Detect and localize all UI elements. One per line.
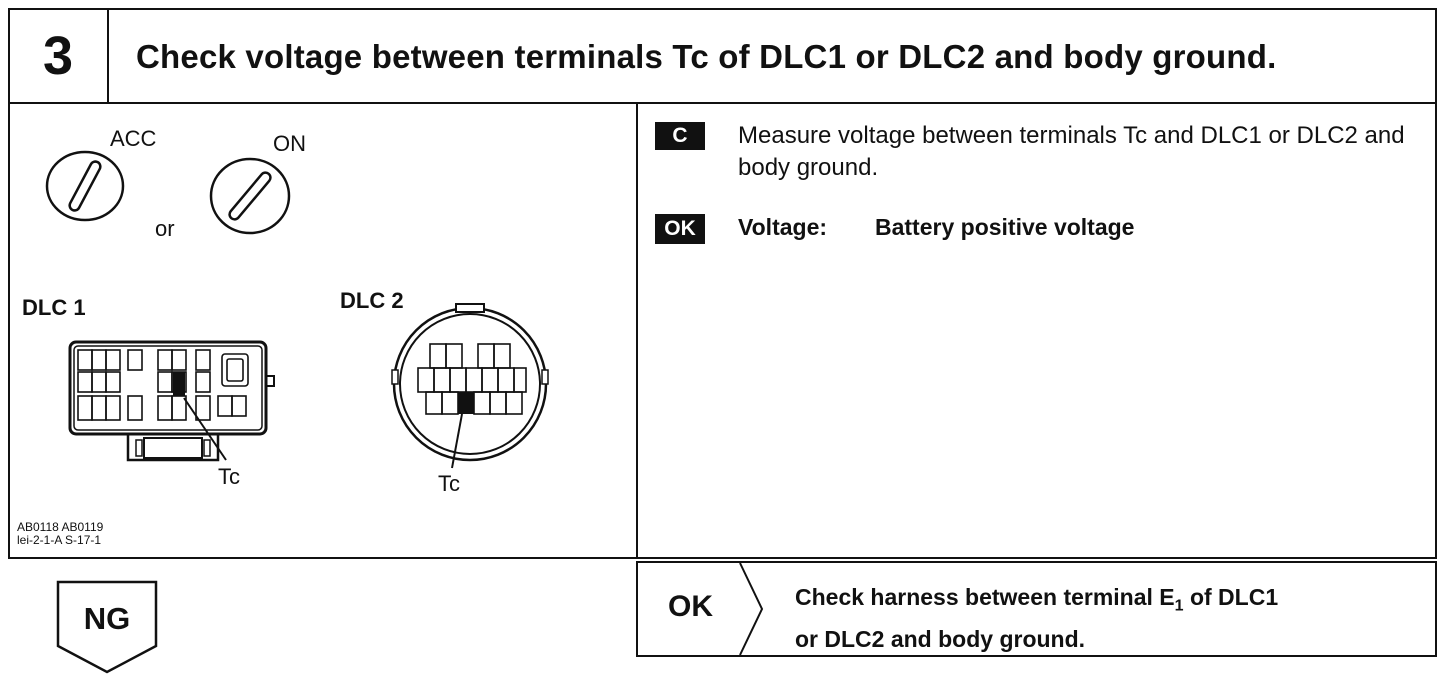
ok-result-label: OK [668,590,713,623]
ng-result-label: NG [83,601,131,636]
step-title: Check voltage between terminals Tc of DL… [136,38,1277,75]
ok-result-line2: or DLC2 and body ground. [795,625,1086,652]
ok-result-box [636,561,1437,657]
or-label: or [155,216,175,241]
ok-line1-post: of DLC1 [1183,584,1279,610]
step-header [8,8,1437,104]
figure-ref-line2: lei-2-1-A S-17-1 [17,533,102,547]
ng-result-badge-icon [56,580,158,674]
ignition-switch-acc-icon [45,150,125,222]
dlc2-label: DLC 2 [340,288,404,313]
panel-divider [636,103,638,559]
check-tag: C [655,122,705,150]
step-number: 3 [42,26,74,86]
voltage-label: Voltage: [738,214,828,240]
measure-instruction: Measure voltage between terminals Tc and… [738,122,1405,181]
voltage-value: Battery positive voltage [875,214,1135,240]
acc-label: ACC [110,126,157,151]
dlc1-label: DLC 1 [22,295,86,320]
ok-arrow-icon [739,562,764,656]
figure-ref-line1: AB0118 AB0119 [17,520,104,534]
tc-label-dlc1: Tc [218,464,240,489]
ok-line1-sub: 1 [1174,597,1184,615]
ok-line1-pre: Check harness between terminal E [795,584,1175,610]
procedure-panel [636,103,1437,559]
dlc1-connector-icon [68,340,275,462]
tc-label-dlc2: Tc [438,471,460,496]
header-divider [107,8,109,104]
on-label: ON [273,131,306,156]
ok-result-line1: Check harness between terminal E1 of DLC… [795,581,1278,623]
ok-result-text: Check harness between terminal E1 of DLC… [795,581,1278,656]
ok-tag: OK [655,214,705,244]
dlc2-connector-icon [391,303,549,469]
ignition-switch-on-icon [209,157,291,235]
